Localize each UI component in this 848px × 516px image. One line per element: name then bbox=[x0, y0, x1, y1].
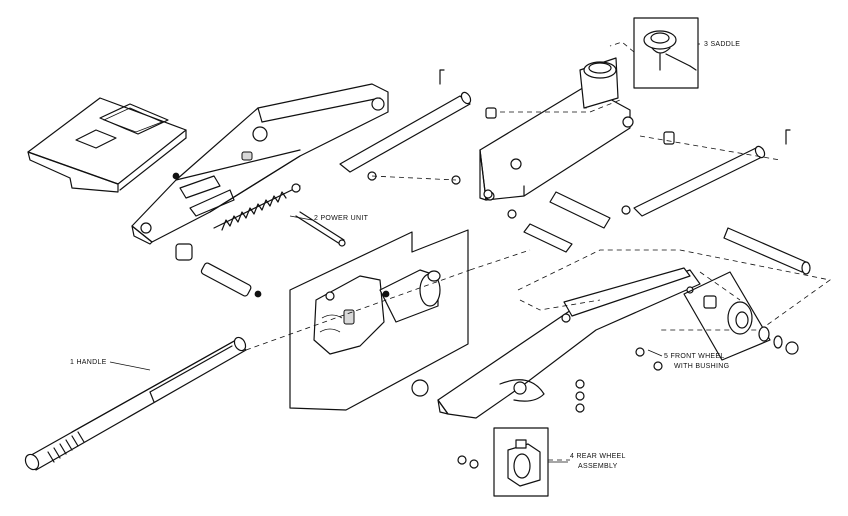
lift-arm-part bbox=[479, 57, 634, 201]
label-handle: 1 HANDLE bbox=[70, 359, 107, 366]
label-saddle: 3 SADDLE bbox=[704, 41, 740, 48]
label-front-wheel-2: WITH BUSHING bbox=[674, 363, 729, 370]
label-rear-wheel-2: ASSEMBLY bbox=[578, 463, 618, 470]
loose-bushing bbox=[411, 379, 429, 397]
label-front-wheel-1: 5 FRONT WHEEL bbox=[664, 353, 725, 360]
front-wheel-part bbox=[635, 271, 799, 371]
return-spring bbox=[213, 183, 301, 231]
spring-coils bbox=[221, 191, 287, 231]
label-power-unit: 2 POWER UNIT bbox=[314, 215, 369, 222]
saddle-part bbox=[609, 17, 699, 89]
leader-lines bbox=[109, 43, 700, 463]
yoke-pins bbox=[175, 211, 346, 298]
handle-part bbox=[24, 336, 247, 471]
handle-grip-rings bbox=[47, 431, 85, 463]
axle-rods bbox=[339, 91, 811, 275]
frame-part bbox=[437, 267, 701, 419]
handle-socket-yoke bbox=[131, 83, 389, 245]
label-rear-wheel-1: 4 REAR WHEEL bbox=[570, 453, 626, 460]
cover-plate bbox=[27, 97, 187, 193]
power-unit-part bbox=[289, 229, 469, 411]
